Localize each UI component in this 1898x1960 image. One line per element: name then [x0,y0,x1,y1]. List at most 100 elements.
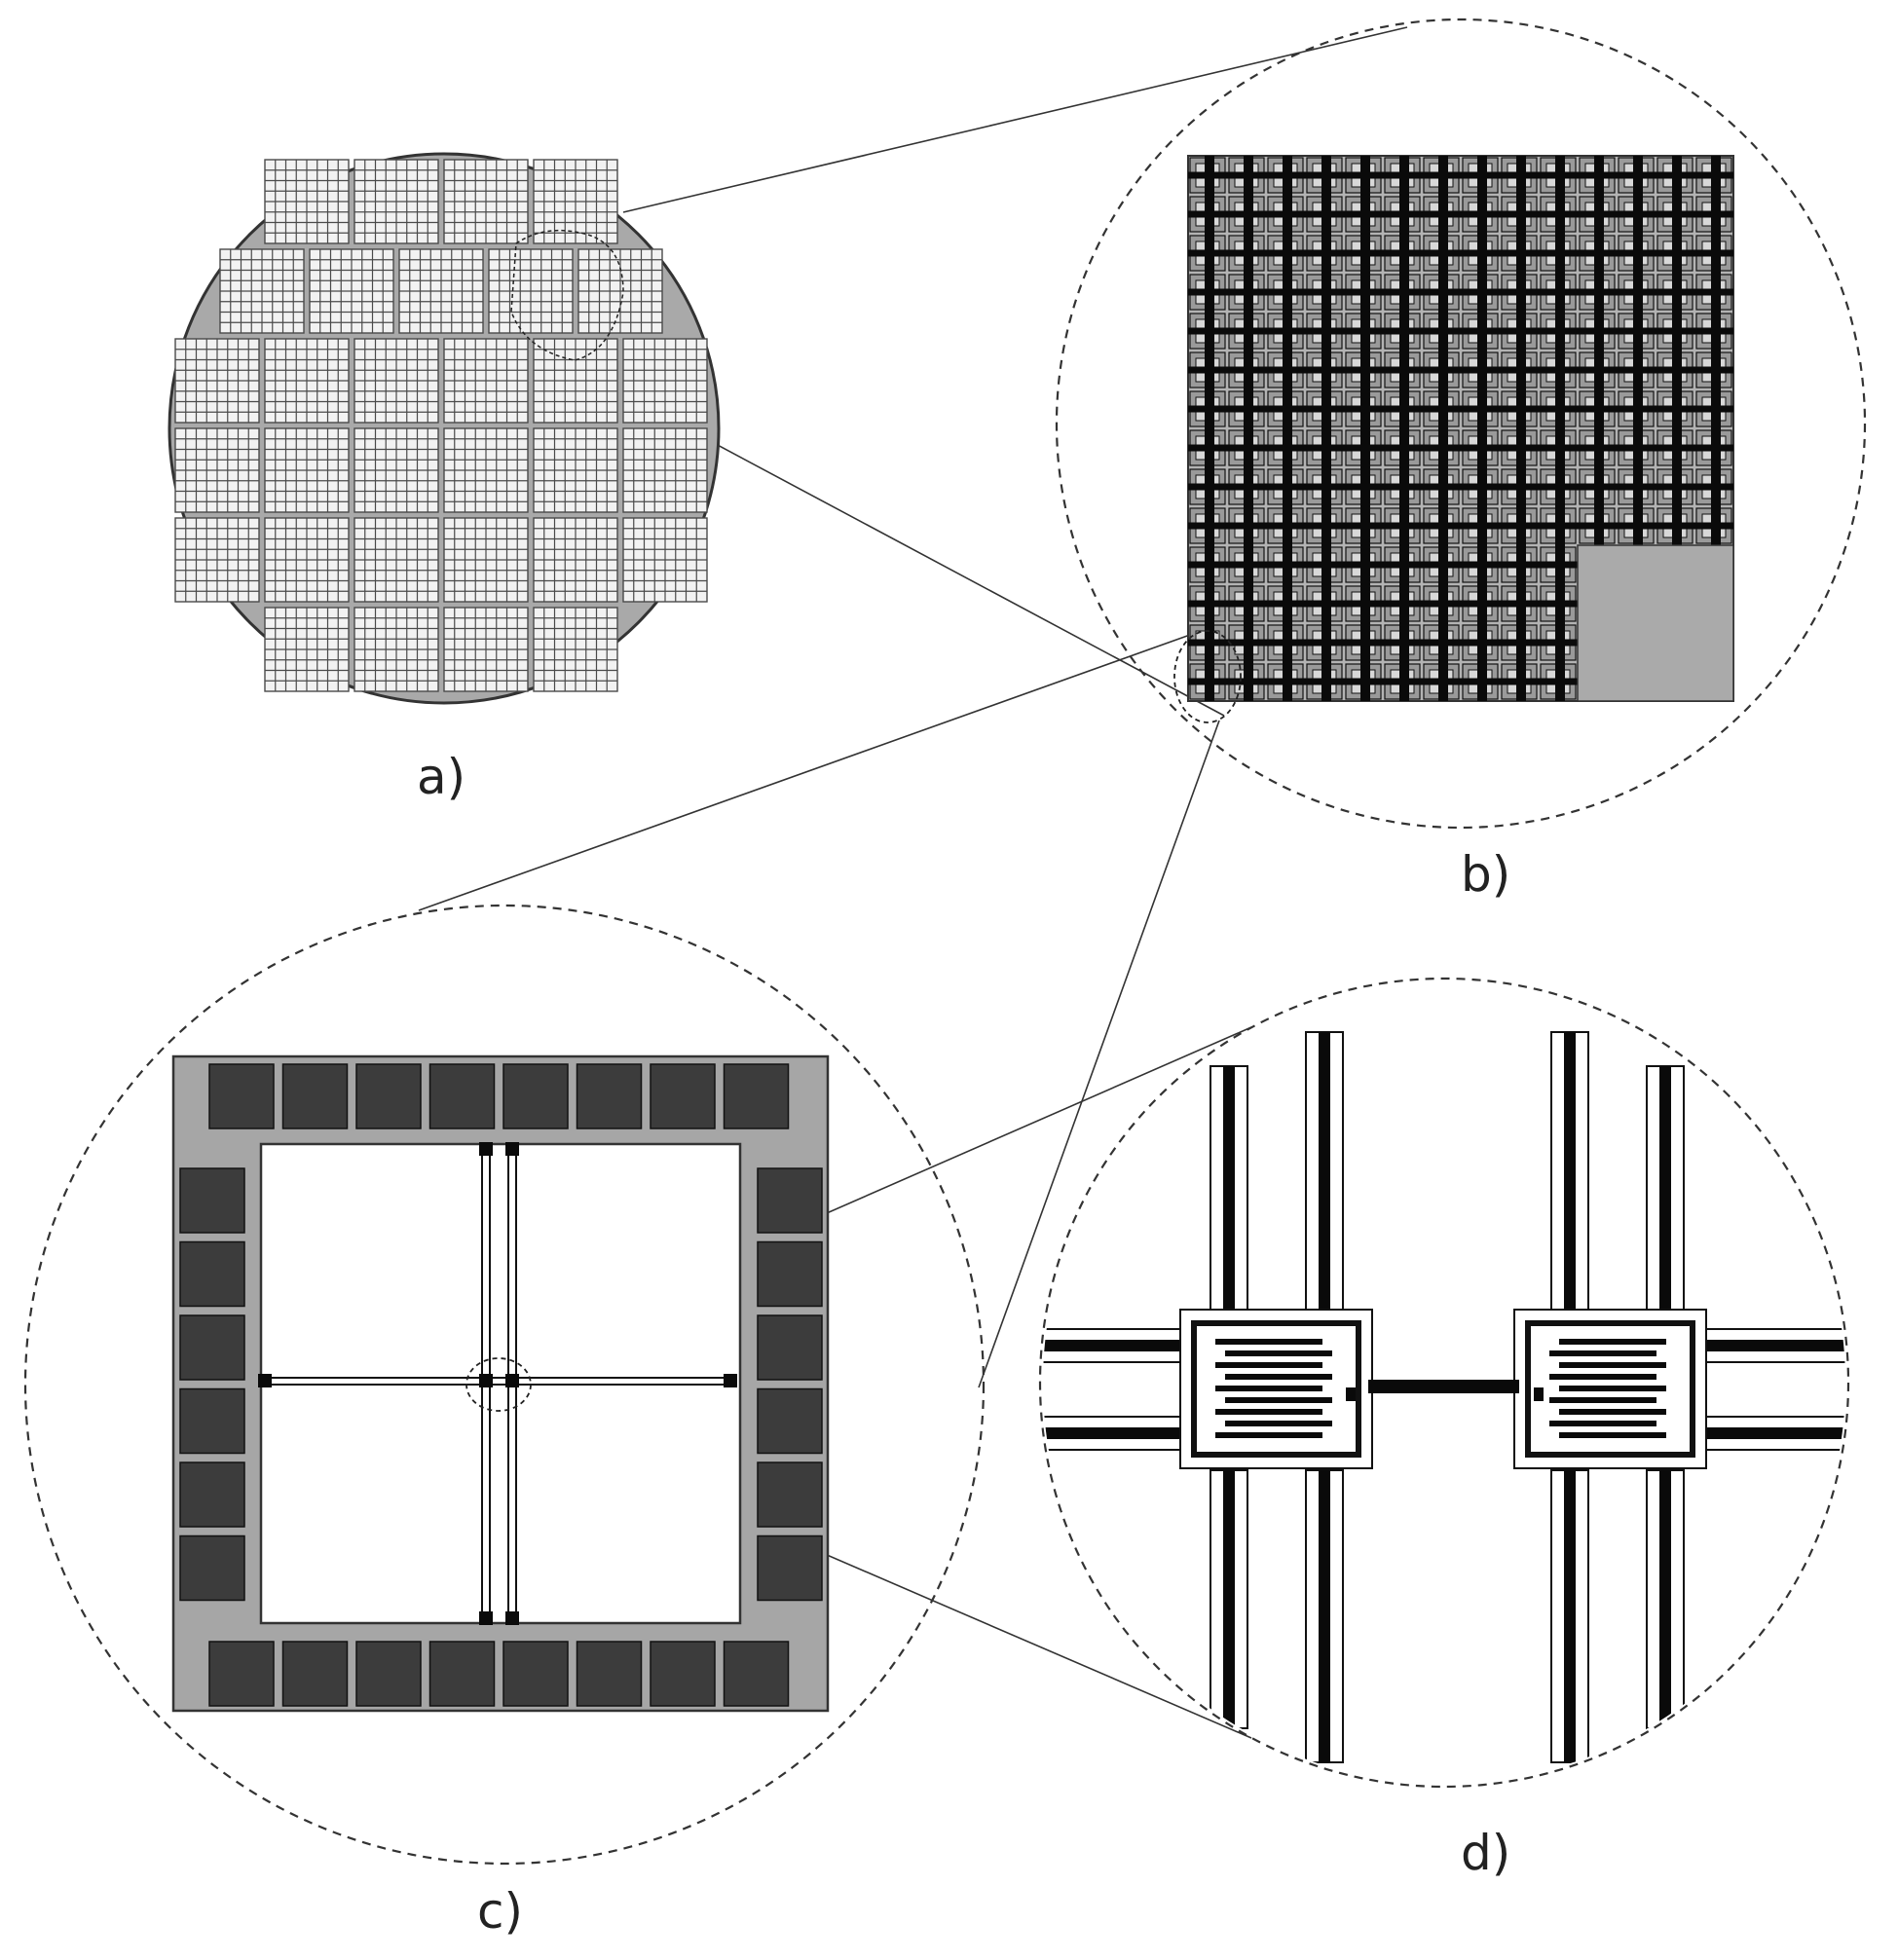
beam-trace [1043,1340,1183,1351]
panel-d-label: d) [1461,1825,1510,1881]
wafer-die [443,427,529,513]
bond-pad [428,1641,496,1707]
sensor-finger [1559,1386,1666,1391]
bond-pad [179,1240,245,1308]
wafer-die [219,248,305,334]
bond-pad [723,1063,790,1129]
die-metal-row [1188,327,1733,335]
sensor-finger [1549,1350,1656,1356]
die-array-empty-block [1577,544,1734,702]
panel-b-zoom-circle [1055,18,1867,830]
bond-pad [757,1461,823,1528]
beam-trace [1223,1470,1235,1728]
wafer-die [533,338,618,424]
wafer-die [264,607,350,692]
bond-pad [428,1063,496,1129]
wafer-die [354,607,439,692]
bridge-anchor [724,1374,737,1387]
beam-trace [1659,1066,1671,1314]
bridge-anchor [505,1374,519,1387]
die-metal-column [1594,156,1604,545]
die-metal-column [1711,156,1721,545]
sensor-beam-vertical [1646,1469,1685,1729]
sensor-beam-vertical [1210,1469,1248,1729]
sensor-beam-vertical [1550,1469,1589,1763]
wafer-die [533,427,618,513]
bond-pad [179,1387,245,1455]
wafer-die [174,338,260,424]
zoom-line-a-b-top [622,26,1408,213]
wafer-die [443,607,529,692]
beam-trace [1564,1032,1576,1314]
sensor-finger [1215,1409,1322,1415]
sensor-right [1513,1309,1707,1469]
bond-pad [650,1641,716,1707]
bond-pad [757,1240,823,1308]
sensor-finger [1549,1421,1656,1426]
bond-pad [281,1063,349,1129]
beam-trace [1564,1470,1576,1762]
die-metal-column [1516,156,1526,701]
die-metal-row [1188,678,1578,685]
bridge-anchor [505,1142,519,1156]
die-metal-row [1188,210,1733,218]
die-metal-row [1188,288,1733,296]
sensor-finger [1215,1362,1322,1368]
beam-trace [1223,1066,1235,1314]
zoom-line-b-c-left [418,634,1191,911]
bond-pad [576,1641,643,1707]
sensor-finger [1225,1374,1332,1380]
sensor-beam-vertical [1305,1469,1344,1763]
wafer-die [622,338,708,424]
sensor-left [1179,1309,1373,1469]
bond-pad [502,1063,569,1129]
chip-zoom-region [465,1357,532,1412]
beam-trace [1706,1340,1845,1351]
wafer-die [533,517,618,603]
sensor-link-trace [1368,1380,1519,1393]
panel-a-label: a) [417,749,465,805]
bond-pad [179,1167,245,1234]
bond-pad [576,1063,643,1129]
bond-pad [723,1641,790,1707]
sensor-finger [1225,1350,1332,1356]
die-metal-column [1555,156,1565,701]
sensor-body [1179,1309,1373,1469]
wafer-die [443,338,529,424]
bridge-anchor [258,1374,272,1387]
die-metal-row [1188,405,1733,413]
die-metal-column [1205,156,1214,701]
bond-pad [179,1535,245,1602]
sensor-finger [1559,1362,1666,1368]
sensor-finger [1225,1397,1332,1403]
wafer-die [174,427,260,513]
bridge-anchor [479,1611,493,1625]
die-metal-column [1399,156,1409,701]
die-metal-row [1188,561,1578,569]
die-metal-row [1188,639,1578,647]
wafer-die [264,517,350,603]
bridge-anchor [479,1142,493,1156]
bond-pad [179,1314,245,1381]
panel-b-label: b) [1461,846,1510,903]
wafer-die [443,517,529,603]
sensor-finger [1559,1339,1666,1345]
die-metal-row [1188,444,1733,452]
wafer-die [443,159,529,244]
die-metal-row [1188,600,1578,608]
panel-c-zoom-circle [23,904,986,1866]
bridge-anchor [505,1611,519,1625]
zoom-line-b-c-right [978,720,1220,1388]
sensor-beam-horizontal [1705,1328,1845,1363]
bond-pad [208,1063,275,1129]
zoom-line-a-b-bottom [671,420,1225,717]
sensor-pair-content [1043,1031,1845,1763]
wafer-die [354,338,439,424]
wafer-die [174,517,260,603]
wafer-die [398,248,484,334]
bond-pad [208,1641,275,1707]
sensor-beam-vertical [1210,1065,1248,1315]
sensor-finger [1559,1409,1666,1415]
panel-a-wafer [167,152,721,705]
die-array-zoom-region [1173,630,1242,723]
